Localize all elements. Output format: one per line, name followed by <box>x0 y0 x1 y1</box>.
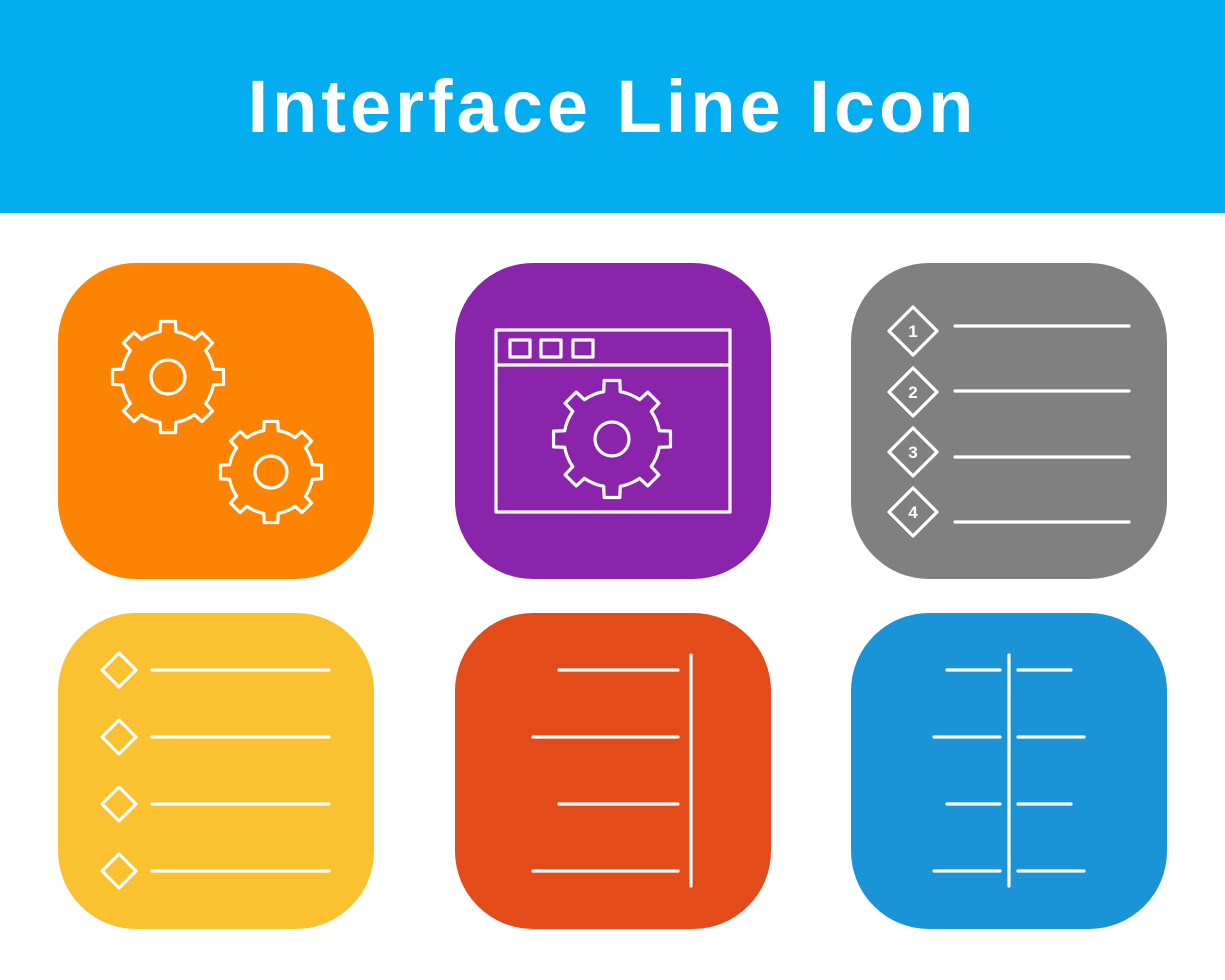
tile-numbered-list[interactable]: 1 2 3 4 <box>851 263 1167 579</box>
list-number-4: 4 <box>908 503 918 522</box>
list-number-3: 3 <box>908 443 917 462</box>
tile-align-right[interactable] <box>455 613 771 929</box>
list-number-2: 2 <box>908 383 917 402</box>
numbered-list-icon: 1 2 3 4 <box>887 305 1131 538</box>
align-right-icon <box>531 653 693 888</box>
list-number-1: 1 <box>908 322 917 341</box>
bullet-list-icon <box>100 651 331 890</box>
browser-gear-icon <box>494 328 732 514</box>
settings-gears-icon <box>110 319 324 525</box>
header-banner: Interface Line Icon <box>0 0 1225 213</box>
tile-bullet-list[interactable] <box>58 613 374 929</box>
tile-gears[interactable] <box>58 263 374 579</box>
align-center-icon <box>932 653 1086 888</box>
tile-browser-settings[interactable] <box>455 263 771 579</box>
tile-align-center[interactable] <box>851 613 1167 929</box>
page-title: Interface Line Icon <box>247 65 978 148</box>
